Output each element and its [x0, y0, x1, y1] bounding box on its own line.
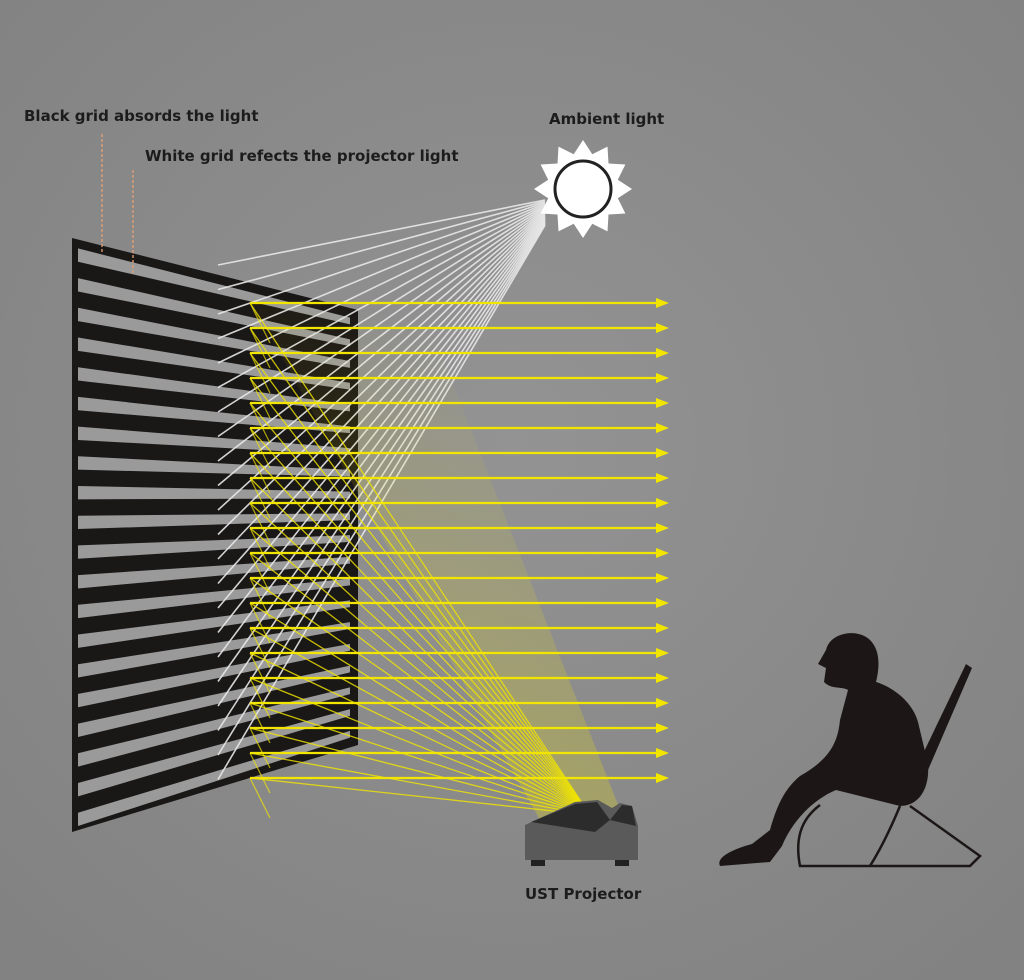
arrowhead — [656, 448, 669, 458]
projector-ray-bounce — [249, 652, 271, 694]
arrowhead — [656, 298, 669, 308]
white-grid-slat — [78, 426, 350, 455]
projector-ray-bounce — [249, 502, 271, 544]
projector-ray — [249, 627, 591, 816]
arrowhead — [656, 548, 669, 558]
projector-ray-bounce — [249, 602, 271, 644]
projector-ray-bounce — [249, 327, 271, 369]
white-grid-slat — [78, 367, 350, 412]
arrowhead — [656, 473, 669, 483]
projector-ray-bounce — [249, 702, 271, 744]
projector-ray-bounce — [249, 427, 271, 469]
white-grid-slat — [78, 556, 350, 589]
arrowhead — [656, 498, 669, 508]
projector-ray — [249, 677, 591, 816]
projector-ray-bounce — [249, 527, 271, 569]
projector-light-rays — [249, 300, 620, 820]
white-grid-slat — [78, 687, 350, 767]
white-grid-slat — [78, 730, 350, 827]
projector-ray — [249, 602, 591, 816]
seated-person-icon — [719, 633, 982, 868]
white-grid-slat — [78, 513, 350, 530]
ambient-ray — [217, 200, 546, 291]
projector-ray-bounce — [249, 727, 271, 769]
projector-ray-bounce — [249, 352, 271, 394]
arrowhead — [656, 698, 669, 708]
white-grid-slat — [78, 709, 350, 797]
ambient-ray — [217, 199, 546, 266]
ambient-light-label: Ambient light — [549, 110, 665, 128]
projector-ray — [249, 502, 591, 816]
projector-ray-bounce — [249, 577, 271, 619]
sun-icon — [534, 140, 632, 238]
projector-ray — [249, 302, 591, 816]
white-grid-slat — [78, 337, 350, 390]
arrowhead — [656, 648, 669, 658]
projector-ray — [249, 527, 591, 816]
arrowhead — [656, 673, 669, 683]
projector-icon — [525, 800, 638, 866]
projector-ray-bounce — [249, 452, 271, 494]
arrowhead — [656, 523, 669, 533]
arrowhead — [656, 423, 669, 433]
projector-ray — [249, 702, 591, 816]
arrowhead — [656, 398, 669, 408]
ust-projector-label: UST Projector — [525, 885, 642, 903]
reflected-light-arrows — [250, 298, 669, 783]
projector-ray — [249, 552, 591, 816]
white-grid-slat — [78, 622, 350, 678]
arrowhead — [656, 623, 669, 633]
projector-ray — [249, 777, 591, 816]
ambient-ray — [217, 205, 546, 389]
projector-ray-bounce — [249, 677, 271, 719]
white-grid-slat — [78, 665, 350, 737]
arrowhead — [656, 598, 669, 608]
arrowhead — [656, 773, 669, 783]
ambient-ray — [217, 201, 546, 315]
projector-ray-bounce — [249, 552, 271, 594]
white-grid-label: White grid refects the projector light — [145, 147, 459, 165]
white-grid-slat — [78, 578, 350, 619]
projector-ray — [249, 352, 591, 816]
arrowhead — [656, 723, 669, 733]
projector-ray-bounce — [249, 377, 271, 419]
arrowhead — [656, 373, 669, 383]
arrowhead — [656, 573, 669, 583]
white-grid-slat — [78, 485, 350, 500]
projector-ray-bounce — [249, 477, 271, 519]
white-grid-slat — [78, 535, 350, 559]
projector-ray — [249, 752, 591, 816]
projector-ray — [249, 452, 591, 816]
projector-ray-bounce — [249, 302, 271, 344]
black-grid-label: Black grid absords the light — [24, 107, 259, 125]
projector-ray-bounce — [249, 777, 271, 819]
projector-ray — [249, 727, 591, 816]
arrowhead — [656, 323, 669, 333]
projector-ray — [249, 477, 591, 816]
projector-ray — [249, 652, 591, 816]
projector-ray — [249, 327, 591, 816]
white-grid-slat — [78, 396, 350, 434]
white-grid-slat — [78, 643, 350, 708]
projector-ray — [249, 427, 591, 816]
projector-beam — [250, 300, 620, 820]
arrowhead — [656, 748, 669, 758]
projector-ray — [249, 377, 591, 816]
arrowhead — [656, 348, 669, 358]
projector-ray — [249, 402, 591, 816]
projector-ray-bounce — [249, 752, 271, 794]
projector-ray — [249, 577, 591, 816]
projector-ray-bounce — [249, 402, 271, 444]
